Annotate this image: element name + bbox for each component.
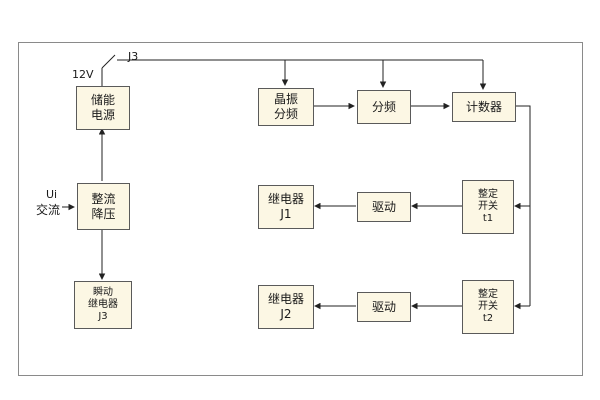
block-relay-j1: 继电器 J1 [258,185,314,229]
block-counter-label: 计数器 [465,99,502,114]
block-storage-power: 储能 电源 [76,86,130,130]
block-setting-switch-t2: 整定 开关 t2 [462,280,514,334]
block-divider: 分频 [357,90,411,124]
block-rectifier: 整流 降压 [77,183,130,230]
block-relay-j2-label: 继电器 J2 [267,292,304,321]
block-instant-relay-label: 瞬动 继电器 J3 [88,287,118,322]
block-counter: 计数器 [452,92,516,122]
block-drive-2-label: 驱动 [371,299,396,314]
block-drive-1: 驱动 [357,192,411,222]
block-relay-j1-label: 继电器 J1 [267,192,304,221]
block-drive-1-label: 驱动 [371,199,396,214]
block-divider-label: 分频 [371,99,396,114]
block-crystal-divider-label: 晶振 分频 [273,92,298,121]
input-name-label: 交流 [36,203,61,217]
block-setting-switch-t2-label: 整定 开关 t2 [478,289,498,324]
block-storage-power-label: 储能 电源 [90,93,115,122]
voltage-label: 12V [72,68,94,81]
block-instant-relay: 瞬动 继电器 J3 [74,281,132,329]
block-crystal-divider: 晶振 分频 [258,88,314,126]
switch-label: J3 [128,50,139,63]
input-symbol-label: Ui [46,188,58,201]
block-drive-2: 驱动 [357,292,411,322]
block-relay-j2: 继电器 J2 [258,285,314,329]
block-setting-switch-t1: 整定 开关 t1 [462,180,514,234]
block-setting-switch-t1-label: 整定 开关 t1 [478,189,498,224]
block-rectifier-label: 整流 降压 [91,191,116,221]
